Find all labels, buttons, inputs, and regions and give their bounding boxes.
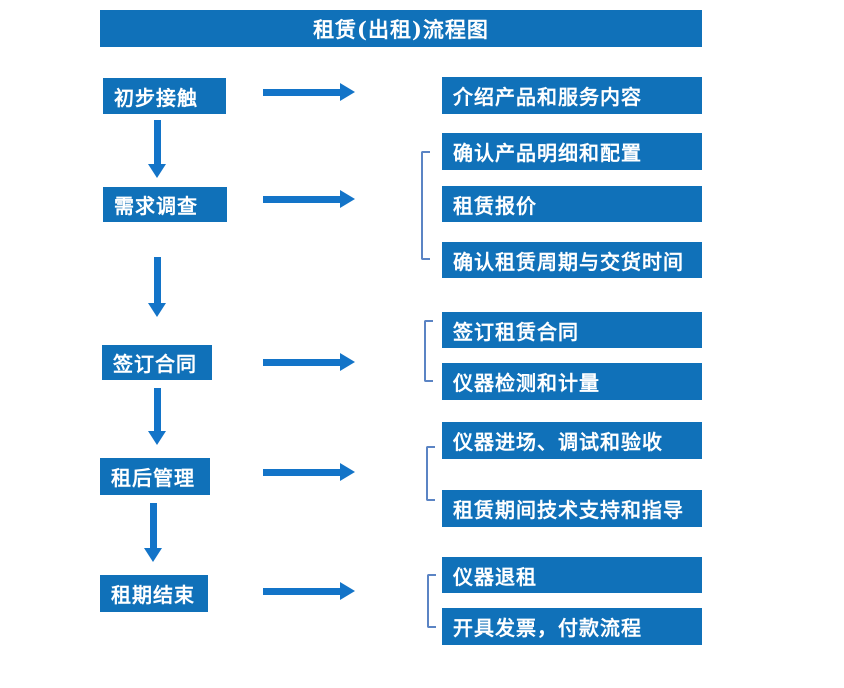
bracket-connector [427, 574, 436, 628]
stage-box-post-rental-management: 租后管理 [100, 458, 210, 495]
detail-box: 租赁报价 [442, 186, 702, 222]
arrow-down-icon [148, 257, 166, 317]
stage-box-needs-survey: 需求调查 [103, 187, 227, 222]
detail-box: 租赁期间技术支持和指导 [442, 490, 702, 527]
detail-box: 签订租赁合同 [442, 312, 702, 348]
detail-box: 介绍产品和服务内容 [442, 77, 702, 114]
arrow-right-icon [263, 83, 355, 101]
arrow-down-icon [148, 120, 166, 178]
stage-box-initial-contact: 初步接触 [103, 78, 226, 114]
stage-box-rental-end: 租期结束 [100, 575, 208, 612]
title-bar: 租赁(出租)流程图 [100, 10, 702, 47]
page-title: 租赁(出租)流程图 [313, 16, 489, 42]
detail-box: 仪器退租 [442, 557, 702, 593]
bracket-connector [421, 151, 430, 260]
detail-box: 仪器检测和计量 [442, 363, 702, 400]
arrow-right-icon [263, 190, 355, 208]
arrow-down-icon [148, 388, 166, 445]
bracket-connector [426, 446, 435, 501]
arrow-right-icon [263, 582, 355, 600]
arrow-right-icon [263, 463, 355, 481]
arrow-down-icon [144, 503, 162, 562]
detail-box: 仪器进场、调试和验收 [442, 422, 702, 459]
bracket-connector [424, 320, 433, 382]
detail-box: 确认产品明细和配置 [442, 133, 702, 170]
detail-box: 开具发票，付款流程 [442, 608, 702, 645]
detail-box: 确认租赁周期与交货时间 [442, 242, 702, 278]
arrow-right-icon [263, 353, 355, 371]
stage-box-sign-contract: 签订合同 [102, 345, 212, 380]
